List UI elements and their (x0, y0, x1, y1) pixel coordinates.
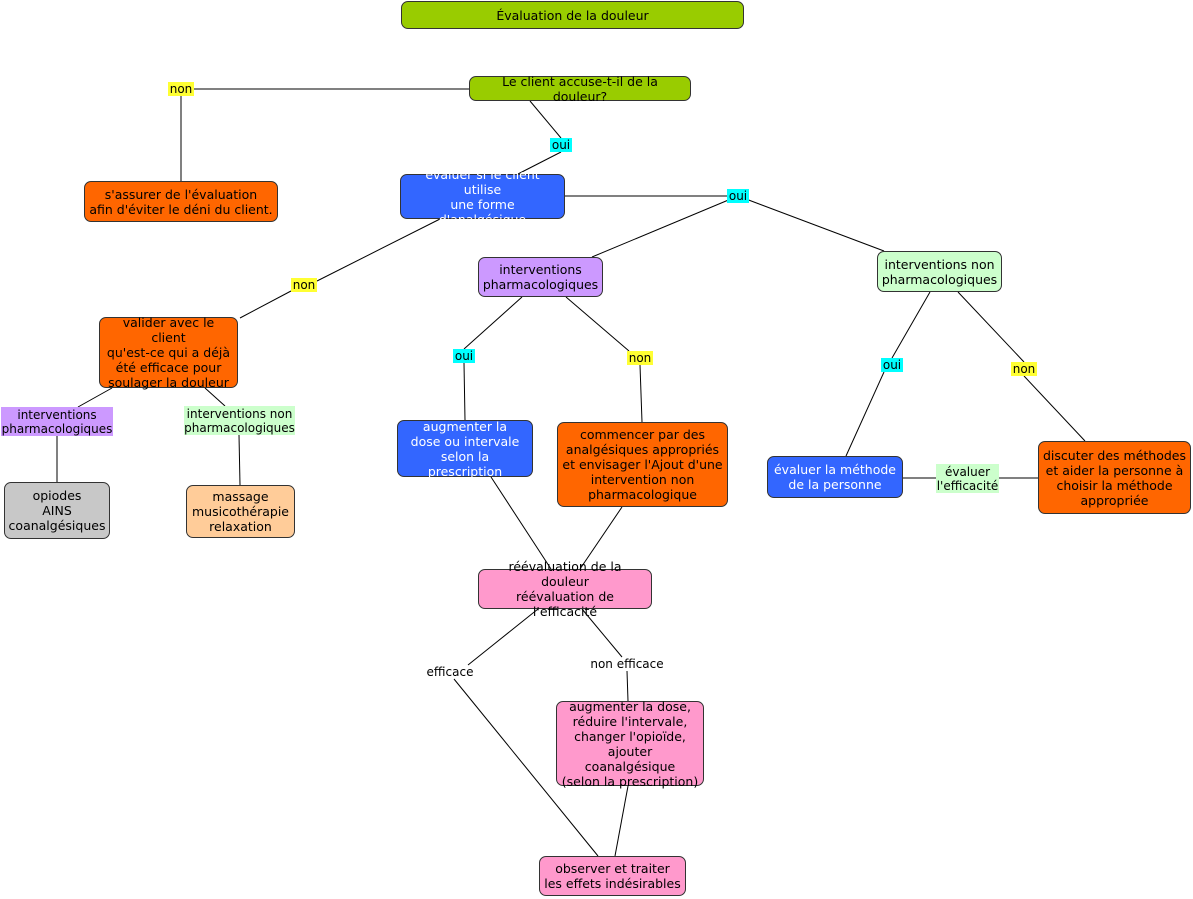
node-increase: augmenter la dose ou intervale selon la … (397, 419, 533, 479)
connector-line (957, 291, 1025, 363)
connector-line (529, 100, 562, 139)
connector-line (239, 290, 292, 319)
edge-label-evaluate-efficacy: évaluer l'efficacité (936, 464, 999, 493)
connector-line (581, 608, 623, 658)
edge-label-non-pain: non (168, 82, 194, 96)
node-q-pain: Le client accuse-t-il de la douleur? (469, 74, 691, 104)
edge-label-non-nonpharmaco: non (1011, 362, 1037, 376)
connector-line (737, 195, 885, 252)
node-pharmaco: interventions pharmacologiques (478, 257, 603, 297)
edge-label-oui-pharmaco: oui (453, 349, 475, 363)
connector-line (463, 296, 523, 350)
node-massage: massage musicothérapie relaxation (186, 485, 295, 538)
connector-line (467, 608, 539, 666)
edge-label-non-efficace: non efficace (590, 657, 664, 671)
node-reeval: réévaluation de la douleur réévaluation … (478, 559, 652, 619)
edge-label-non-pharmaco: non (627, 351, 653, 365)
edge-label-nonpharmaco-left: interventions non pharmacologiques (184, 406, 295, 435)
connector-line (77, 387, 113, 408)
edge-label-efficace: efficace (426, 665, 474, 679)
node-analgesic: évaluer si le client utilise une forme d… (400, 167, 565, 227)
node-discuss: discuter des méthodes et aider la person… (1038, 441, 1191, 514)
connector-line (1023, 375, 1086, 442)
node-method: évaluer la méthode de la personne (767, 456, 903, 498)
node-adjust: augmenter la dose, réduire l'intervale, … (556, 699, 704, 789)
connector-line (845, 371, 885, 457)
edge-label-oui-pain: oui (550, 138, 572, 152)
connector-line (591, 195, 739, 258)
connector-line (565, 296, 630, 352)
connector-line (517, 151, 562, 175)
edge-label-oui-analgesic: oui (727, 189, 749, 203)
connector-line (891, 291, 931, 359)
node-validate: valider avec le client qu'est-ce qui a d… (99, 315, 238, 390)
connector-line (463, 362, 466, 421)
connector-line (614, 785, 629, 857)
connector-line (238, 434, 241, 486)
connector-line (579, 506, 623, 570)
connector-line (626, 670, 629, 702)
node-start: commencer par des analgésiques approprié… (557, 422, 728, 507)
edge-label-oui-nonpharmaco: oui (881, 358, 903, 372)
connector-line (490, 476, 552, 570)
node-assess: s'assurer de l'évaluation afin d'éviter … (84, 181, 278, 222)
node-observe: observer et traiter les effets indésirab… (539, 856, 686, 896)
node-opioids: opiodes AINS coanalgésiques (4, 482, 110, 539)
node-title: Évaluation de la douleur (401, 1, 744, 29)
connector-line (639, 364, 643, 423)
connector-line (204, 387, 226, 407)
edge-label-non-analgesic: non (291, 278, 317, 292)
connector-line (453, 678, 599, 857)
connector-line (316, 218, 441, 282)
node-nonpharmaco: interventions non pharmacologiques (877, 251, 1002, 292)
edge-label-pharmaco-left: interventions pharmacologiques (1, 407, 113, 436)
